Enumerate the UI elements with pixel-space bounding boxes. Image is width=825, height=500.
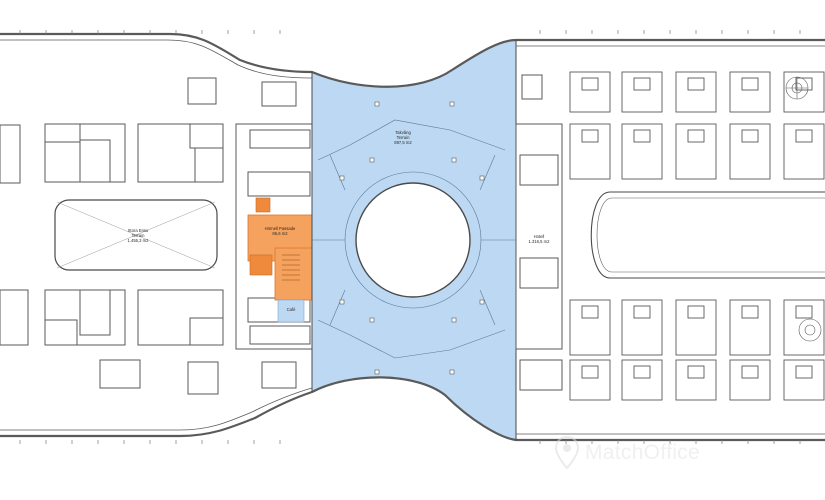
cafe-name: Café	[286, 307, 296, 312]
watermark-text: MatchOffice	[585, 441, 700, 464]
west-room-lower-left	[44, 289, 126, 346]
east-bathroom	[795, 77, 813, 91]
east-bathroom	[741, 365, 759, 379]
east-room	[729, 359, 771, 401]
central-area-size: 897,5 m2	[394, 140, 412, 145]
east-bathroom	[581, 365, 599, 379]
east-room	[569, 299, 611, 356]
west-room-name: Stora Ensu	[127, 228, 149, 233]
east-bathroom	[741, 77, 759, 91]
orange-room-label: Hörnell Passade 86,6 m2	[252, 226, 308, 236]
east-bathroom	[741, 129, 759, 143]
east-bathroom	[581, 129, 599, 143]
east-room	[783, 359, 825, 401]
east-room	[569, 123, 611, 180]
east-room	[675, 123, 717, 180]
east-bathroom	[687, 77, 705, 91]
east-room	[729, 299, 771, 356]
central-area-type: Terrain	[396, 135, 410, 140]
east-room	[675, 299, 717, 356]
west-room-upper-left	[44, 123, 126, 183]
east-room	[621, 299, 663, 356]
west-room-label: Stora Ensu Terrain 1.455,3 m2	[108, 228, 168, 243]
east-bathroom	[741, 305, 759, 319]
east-room	[783, 299, 825, 356]
west-room-type: Terrain	[131, 233, 145, 238]
east-room-area: 1.316,5 m2	[528, 239, 550, 244]
east-room	[621, 71, 663, 113]
west-room-upper-mid	[137, 123, 224, 183]
east-room	[675, 71, 717, 113]
east-bathroom	[633, 365, 651, 379]
east-room-name: Hotell	[533, 234, 545, 239]
west-large-room	[54, 199, 218, 271]
location-pin-icon	[555, 436, 579, 470]
cafe-label: Café	[278, 307, 304, 312]
east-bathroom	[633, 77, 651, 91]
outer-wall-top	[0, 32, 825, 88]
central-area-label: Takvång Terrain 897,5 m2	[378, 130, 428, 145]
atrium-void	[355, 182, 471, 298]
east-room-label: Hotell 1.316,5 m2	[516, 234, 562, 244]
orange-room-name: Hörnell Passade	[264, 226, 296, 231]
east-room	[621, 123, 663, 180]
east-room	[783, 71, 825, 113]
east-room	[729, 71, 771, 113]
east-room	[783, 123, 825, 180]
watermark: MatchOffice	[555, 433, 725, 473]
spiral-stair-icon	[785, 76, 822, 342]
east-bathroom	[633, 305, 651, 319]
east-bathroom	[795, 305, 813, 319]
east-bathroom	[633, 129, 651, 143]
west-room-area: 1.455,3 m2	[127, 238, 149, 243]
east-room	[569, 359, 611, 401]
east-bathroom	[687, 365, 705, 379]
east-room	[621, 359, 663, 401]
east-bathroom	[581, 305, 599, 319]
central-area-name: Takvång	[395, 130, 411, 135]
orange-room-area: 86,6 m2	[272, 231, 288, 236]
east-bathroom	[795, 129, 813, 143]
east-room	[729, 123, 771, 180]
east-bathroom	[581, 77, 599, 91]
east-service-block	[515, 123, 563, 350]
outer-wall-bottom	[0, 376, 825, 442]
east-bathroom	[687, 305, 705, 319]
east-room	[675, 359, 717, 401]
east-corridor	[590, 191, 825, 279]
east-room	[569, 71, 611, 113]
east-bathroom	[687, 129, 705, 143]
east-bathroom	[795, 365, 813, 379]
cafe-room	[277, 299, 305, 323]
